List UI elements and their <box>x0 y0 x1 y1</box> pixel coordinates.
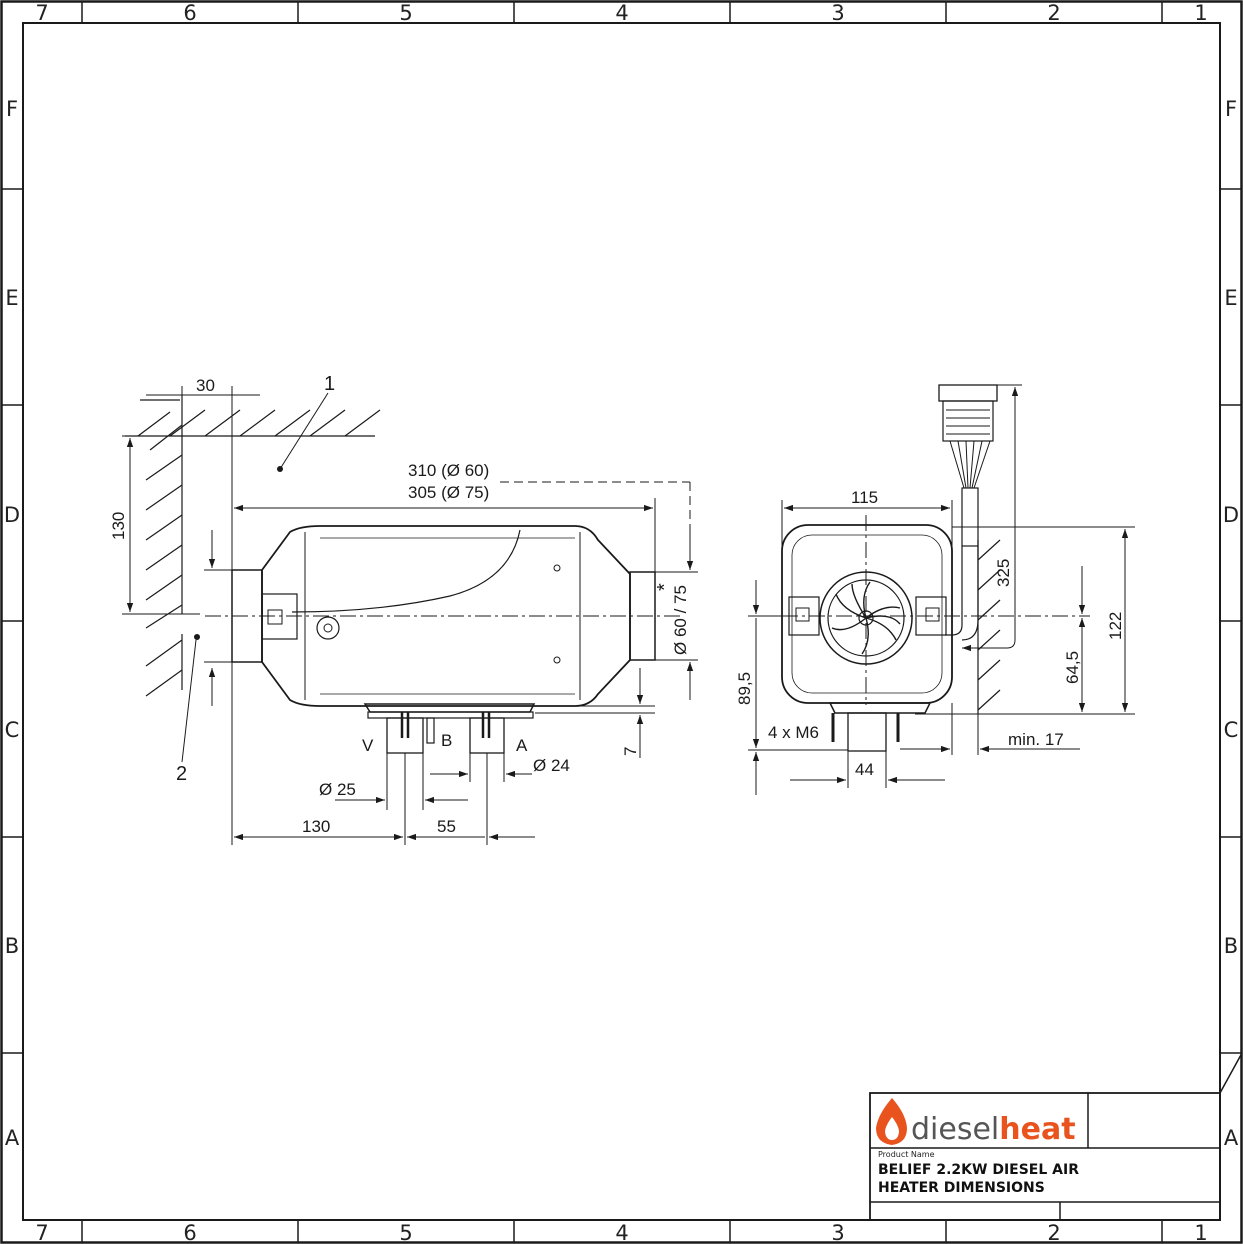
zone-row-ticks <box>1 188 1242 1054</box>
zone-row-e-right: E <box>1224 286 1237 310</box>
dim-89-5: 89,5 <box>735 672 754 705</box>
label-v: V <box>362 736 374 755</box>
connector-body <box>942 400 994 442</box>
zone-row-a-left: A <box>5 1126 20 1150</box>
zone-row-b-right: B <box>1224 934 1238 958</box>
dim-7: 7 <box>621 747 640 756</box>
product-name-line1: BELIEF 2.2KW DIESEL AIR <box>878 1162 1079 1178</box>
exhaust-pipe-end <box>847 712 887 752</box>
zone-col-3-top: 3 <box>831 1 844 25</box>
dim-55: 55 <box>437 817 456 836</box>
fan-blades <box>831 581 901 655</box>
sensor-window <box>267 609 283 625</box>
cable-run-1 <box>945 546 963 636</box>
mounting-gasket <box>367 711 534 719</box>
zone-row-b-left: B <box>5 934 19 958</box>
callout-1: 1 <box>324 373 335 395</box>
dim-310: 310 (Ø 60) <box>408 461 489 480</box>
zone-col-7-top: 7 <box>35 1 48 25</box>
inner-border <box>22 22 1221 1221</box>
label-a: A <box>516 736 528 755</box>
screw-top <box>553 564 561 572</box>
zone-column-ticks <box>81 1 1163 1243</box>
brand-suffix: heat <box>999 1112 1075 1147</box>
label-b: B <box>441 731 452 750</box>
connector-plug <box>938 384 998 402</box>
heater-body-side <box>205 525 680 754</box>
product-name-line2: HEATER DIMENSIONS <box>878 1180 1045 1196</box>
dim-305: 305 (Ø 75) <box>408 483 489 502</box>
screw-bottom <box>553 656 561 664</box>
connector-wires <box>946 409 991 489</box>
housing-end-inner <box>791 534 943 694</box>
title-block-corner-diagonal <box>1219 1052 1243 1094</box>
dim-phi24: Ø 24 <box>533 756 570 775</box>
dim-phi25: Ø 25 <box>319 780 356 799</box>
callout-1-dot <box>277 466 283 472</box>
zone-col-5-bottom: 5 <box>399 1221 412 1244</box>
bracket-left-window <box>795 607 810 622</box>
zone-row-a-right: A <box>1224 1126 1239 1150</box>
zone-row-f-right: F <box>1225 97 1237 121</box>
zone-col-5-top: 5 <box>399 1 412 25</box>
zone-col-6-bottom: 6 <box>183 1221 196 1244</box>
housing-curve <box>291 529 521 613</box>
callout-2: 2 <box>176 763 187 785</box>
zone-row-d-right: D <box>1223 503 1239 527</box>
dim-115: 115 <box>851 488 878 507</box>
dim-122: 122 <box>1106 612 1125 640</box>
outlet-asterisk: * <box>654 583 676 591</box>
zone-row-f-left: F <box>6 97 18 121</box>
dim-130-vertical: 130 <box>109 512 128 540</box>
zone-col-2-bottom: 2 <box>1047 1221 1060 1244</box>
side-view: 30 1 130 2 <box>109 373 698 845</box>
end-view: 325 115 122 64,5 89,5 4 x M6 <box>735 384 1135 795</box>
flame-icon <box>876 1098 907 1145</box>
zone-col-1-bottom: 1 <box>1194 1221 1207 1244</box>
pipe-b <box>426 717 435 744</box>
callout-2-dot <box>194 634 200 640</box>
title-block: dieselheat Product Name BELIEF 2.2KW DIE… <box>869 1052 1243 1221</box>
cable-sleeve <box>961 487 979 547</box>
callout-2-leader <box>181 639 197 763</box>
title-block-frame <box>869 1092 1221 1221</box>
bracket-right-window <box>925 607 940 622</box>
dim-130-horizontal: 130 <box>302 817 330 836</box>
dim-325-line <box>962 387 1019 652</box>
dim-30: 30 <box>196 376 215 395</box>
dim-325: 325 <box>994 559 1013 587</box>
zone-col-2-top: 2 <box>1047 1 1060 25</box>
dim-44: 44 <box>855 760 874 779</box>
connector-boss-hole <box>323 623 333 633</box>
zone-row-c-right: C <box>1224 718 1239 742</box>
wall-hatch-left <box>145 395 183 697</box>
dim-64-5: 64,5 <box>1063 651 1082 684</box>
dim-min17: min. 17 <box>1008 730 1064 749</box>
callout-1-leader <box>279 392 329 470</box>
zone-row-e-left: E <box>5 286 18 310</box>
zone-col-7-bottom: 7 <box>35 1221 48 1244</box>
zone-col-4-bottom: 4 <box>615 1221 628 1244</box>
zone-col-6-top: 6 <box>183 1 196 25</box>
label-4xM6: 4 x M6 <box>768 723 819 742</box>
brand-prefix: diesel <box>911 1112 999 1147</box>
product-name-label: Product Name <box>878 1150 935 1159</box>
zone-row-d-left: D <box>4 503 20 527</box>
zone-col-4-top: 4 <box>615 1 628 25</box>
wall-hatch-top <box>125 399 381 437</box>
connector-boss <box>316 616 340 640</box>
mounting-plate-end <box>828 702 932 714</box>
zone-col-1-top: 1 <box>1194 1 1207 25</box>
dim-outlet-diameter: Ø 60 / 75 <box>671 585 690 655</box>
pipe-v <box>386 717 424 754</box>
cable-run-2 <box>961 546 979 641</box>
brand-logo-text: dieselheat <box>911 1112 1076 1147</box>
zone-row-c-left: C <box>5 718 20 742</box>
pipe-a <box>469 717 505 754</box>
zone-col-3-bottom: 3 <box>831 1221 844 1244</box>
